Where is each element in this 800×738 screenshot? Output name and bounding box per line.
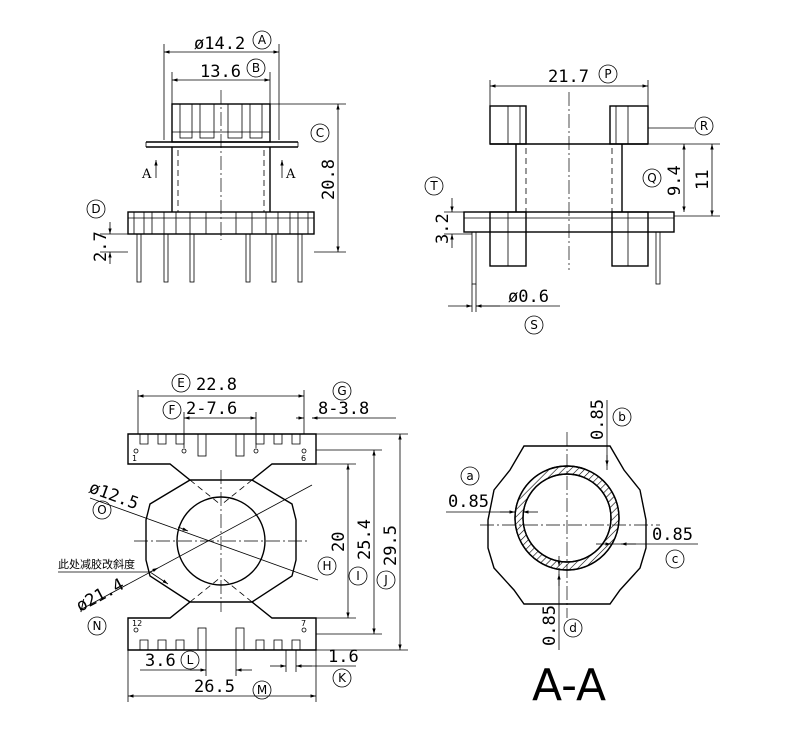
- dim-N-label: N: [93, 619, 102, 633]
- dim-B-value: 13.6: [200, 62, 241, 82]
- dim-d-value: 0.85: [540, 605, 560, 646]
- dim-A-label: A: [258, 33, 267, 47]
- dim-P-value: 21.7: [548, 67, 589, 87]
- dim-H-label: H: [322, 559, 331, 573]
- dim-P-label: P: [604, 67, 611, 81]
- dim-D-label: D: [91, 202, 100, 216]
- dim-H-value: 20: [329, 532, 349, 552]
- section-arrow-label-left: A: [141, 167, 152, 182]
- dim-G-label: G: [337, 384, 346, 398]
- dim-d-label: d: [569, 621, 577, 635]
- dim-K-value: 1.6: [328, 647, 359, 667]
- dim-G-value: 8-3.8: [318, 399, 369, 419]
- dim-Q-value: 9.4: [665, 165, 685, 196]
- dim-c-label: c: [672, 552, 679, 566]
- pin-number-7: 7: [301, 619, 306, 628]
- dim-C-value: 20.8: [319, 159, 339, 200]
- dim-F-label: F: [169, 403, 176, 417]
- dim-Q-label: Q: [647, 171, 656, 185]
- dim-O-value: ø12.5: [86, 478, 141, 514]
- dim-D-value: 2.7: [91, 231, 111, 262]
- dim-L-label: L: [187, 653, 194, 667]
- front-view: A A ø14.2 A 13.6 B 20.8 C 2.7 D: [86, 30, 346, 283]
- section-arrow-label-right: A: [285, 167, 296, 182]
- dim-E-value: 22.8: [196, 375, 237, 395]
- dim-I-value: 25.4: [355, 519, 375, 560]
- dim-c-value: 0.85: [652, 525, 693, 545]
- dim-S-label: S: [530, 318, 538, 332]
- dim-M-label: M: [257, 683, 267, 697]
- dim-J-label: J: [383, 573, 388, 587]
- pin-number-1: 1: [132, 454, 137, 463]
- section-title: A-A: [532, 660, 606, 711]
- dim-b-value: 0.85: [588, 399, 608, 440]
- side-view: 21.7 P 11 R 9.4 Q 3.2 T ø0.6 S: [424, 64, 720, 335]
- pin-number-12: 12: [132, 619, 142, 628]
- dim-C-label: C: [316, 126, 324, 140]
- dim-N-value: ø21.4: [73, 575, 128, 617]
- section-view: 0.85 a 0.85 b 0.85 c 0.85 d A-A: [446, 399, 698, 711]
- dim-R-value: 11: [693, 170, 713, 190]
- note-draft-angle: 此处减胶改斜度: [58, 557, 135, 571]
- dim-S-value: ø0.6: [508, 287, 549, 307]
- dim-O-label: O: [97, 503, 106, 517]
- dim-a-value: 0.85: [448, 492, 489, 512]
- dim-E-label: E: [177, 376, 185, 390]
- bottom-view: 1 6 12 7 E 22.8: [58, 373, 408, 702]
- dim-K-label: K: [338, 671, 347, 685]
- dim-R-label: R: [700, 119, 708, 133]
- dim-T-value: 3.2: [433, 213, 453, 244]
- dim-F-value: 2-7.6: [186, 399, 237, 419]
- dim-J-value: 29.5: [381, 525, 401, 566]
- dim-A-value: ø14.2: [194, 34, 245, 54]
- dim-I-label: I: [356, 569, 360, 583]
- dim-B-label: B: [252, 61, 260, 75]
- dim-L-value: 3.6: [145, 651, 176, 671]
- dim-b-label: b: [618, 410, 626, 424]
- dim-a-label: a: [466, 469, 473, 483]
- dim-M-value: 26.5: [194, 677, 235, 697]
- dim-T-label: T: [429, 179, 438, 193]
- pin-number-6: 6: [301, 454, 306, 463]
